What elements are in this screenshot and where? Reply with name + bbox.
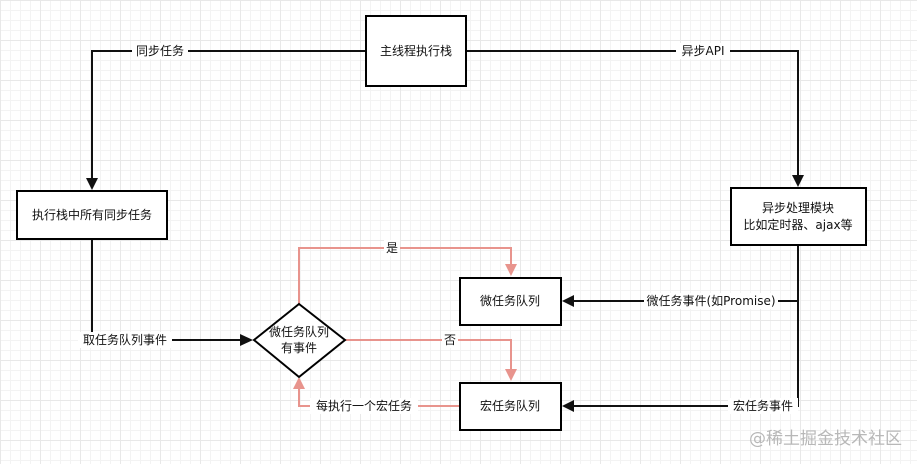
node-macro-queue-label: 宏任务队列 xyxy=(480,398,540,413)
label-take-event-text: 取任务队列事件 xyxy=(83,332,167,347)
node-micro-queue-label: 微任务队列 xyxy=(480,293,540,308)
label-sync-text: 同步任务 xyxy=(136,43,184,58)
node-decision-line1: 微任务队列 xyxy=(269,324,329,339)
node-sync-tasks-label: 执行栈中所有同步任务 xyxy=(32,207,152,222)
label-no: 否 xyxy=(442,332,458,348)
edge-no xyxy=(345,339,517,381)
node-macro-queue: 宏任务队列 xyxy=(459,382,562,431)
label-per-macro-text: 每执行一个宏任务 xyxy=(316,398,412,413)
label-sync: 同步任务 xyxy=(132,43,188,59)
edge-sync-tasks xyxy=(86,50,366,190)
node-async-module: 异步处理模块 比如定时器、ajax等 xyxy=(730,187,867,246)
node-micro-queue: 微任务队列 xyxy=(459,277,562,326)
edge-take-event xyxy=(91,239,253,346)
label-yes-text: 是 xyxy=(386,241,398,255)
edge-yes xyxy=(298,247,517,304)
edge-macro-event xyxy=(562,301,799,412)
node-async-module-line1: 异步处理模块 xyxy=(762,201,834,215)
node-main-stack: 主线程执行栈 xyxy=(365,15,467,87)
watermark-text: @稀土掘金技术社区 xyxy=(749,429,902,449)
node-sync-tasks: 执行栈中所有同步任务 xyxy=(16,190,168,240)
node-decision-line2: 有事件 xyxy=(281,341,317,355)
label-yes: 是 xyxy=(384,240,400,256)
node-decision: 微任务队列 有事件 xyxy=(252,302,347,379)
label-async-api-text: 异步API xyxy=(682,44,725,58)
node-main-stack-label: 主线程执行栈 xyxy=(380,43,452,58)
label-per-macro: 每执行一个宏任务 xyxy=(310,398,418,414)
label-macro-event-text: 宏任务事件 xyxy=(733,398,793,413)
edge-async-api xyxy=(466,50,804,187)
label-async-api: 异步API xyxy=(676,43,730,59)
label-take-event: 取任务队列事件 xyxy=(78,332,172,348)
label-micro-event-text: 微任务事件(如Promise) xyxy=(646,293,775,308)
node-async-module-line2: 比如定时器、ajax等 xyxy=(743,217,852,232)
label-micro-event: 微任务事件(如Promise) xyxy=(644,293,778,309)
label-no-text: 否 xyxy=(444,333,456,347)
label-macro-event: 宏任务事件 xyxy=(728,398,798,414)
